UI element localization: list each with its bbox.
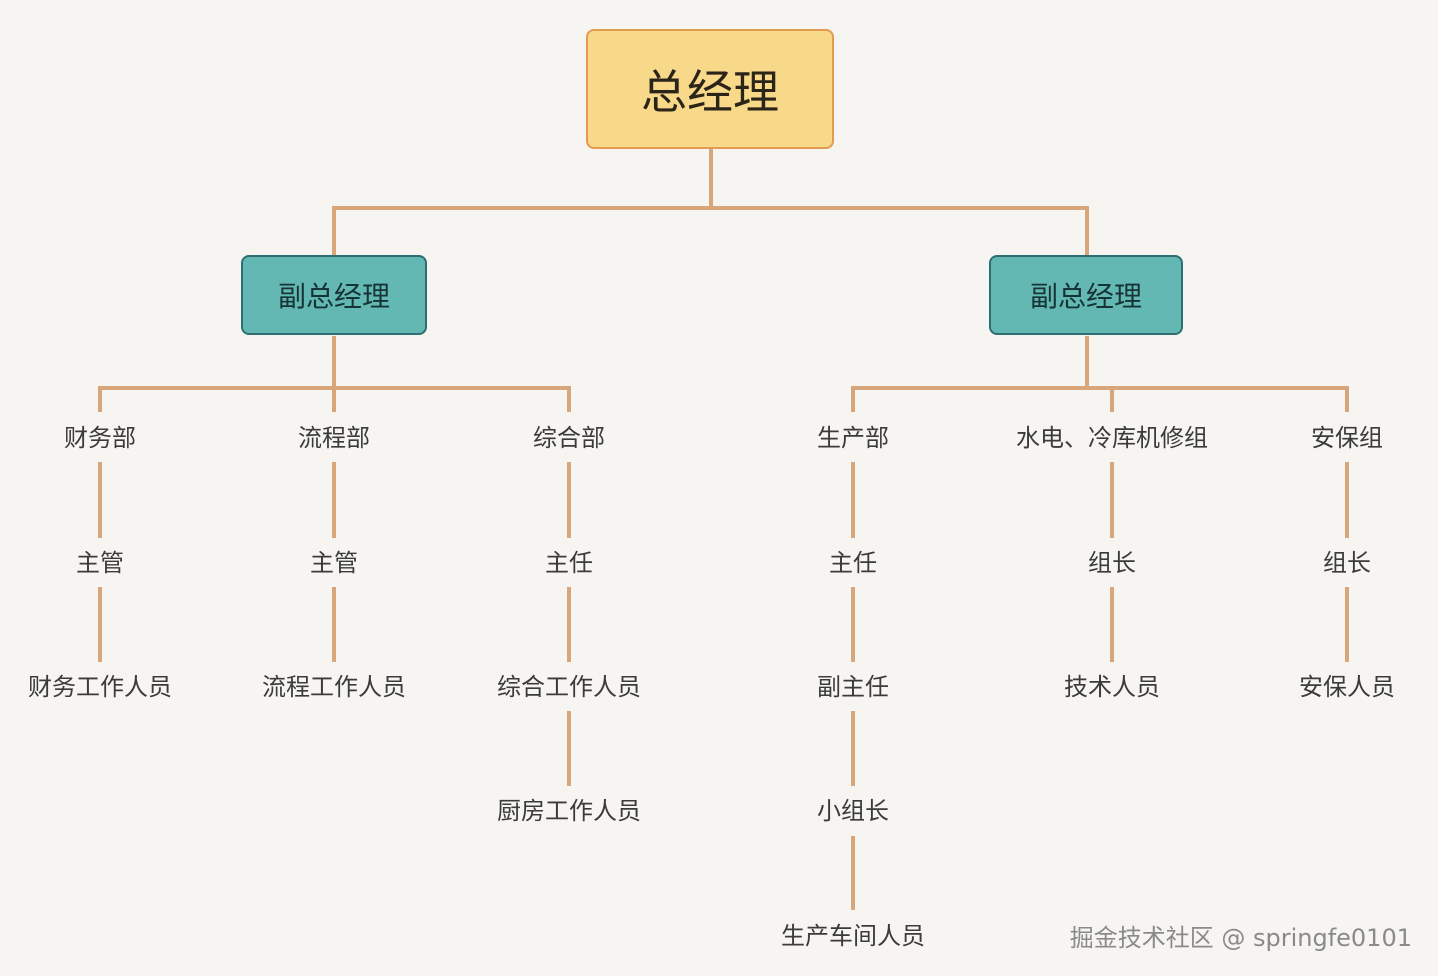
dept-finance: 财务部 (64, 424, 136, 452)
role-node: 技术人员 (1064, 673, 1160, 701)
dept-security: 安保组 (1311, 424, 1383, 452)
node-vice-manager-left: 副总经理 (241, 255, 427, 335)
role-node: 综合工作人员 (497, 673, 641, 701)
role-node: 主管 (76, 549, 124, 577)
role-node: 厨房工作人员 (497, 797, 641, 825)
dept-production: 生产部 (817, 424, 889, 452)
role-node: 主任 (829, 549, 877, 577)
role-node: 小组长 (817, 797, 889, 825)
role-node: 安保人员 (1299, 673, 1395, 701)
root-node-general-manager: 总经理 (586, 29, 834, 149)
role-node: 生产车间人员 (781, 922, 925, 950)
role-node: 财务工作人员 (28, 673, 172, 701)
node-vice-manager-right: 副总经理 (989, 255, 1183, 335)
role-node: 主任 (545, 549, 593, 577)
dept-process: 流程部 (298, 424, 370, 452)
watermark: 掘金技术社区 @ springfe0101 (1069, 924, 1412, 952)
role-node: 组长 (1323, 549, 1371, 577)
role-node: 主管 (310, 549, 358, 577)
role-node: 副主任 (817, 673, 889, 701)
dept-general-affairs: 综合部 (533, 424, 605, 452)
dept-maintenance: 水电、冷库机修组 (1016, 424, 1208, 452)
role-node: 组长 (1088, 549, 1136, 577)
role-node: 流程工作人员 (262, 673, 406, 701)
